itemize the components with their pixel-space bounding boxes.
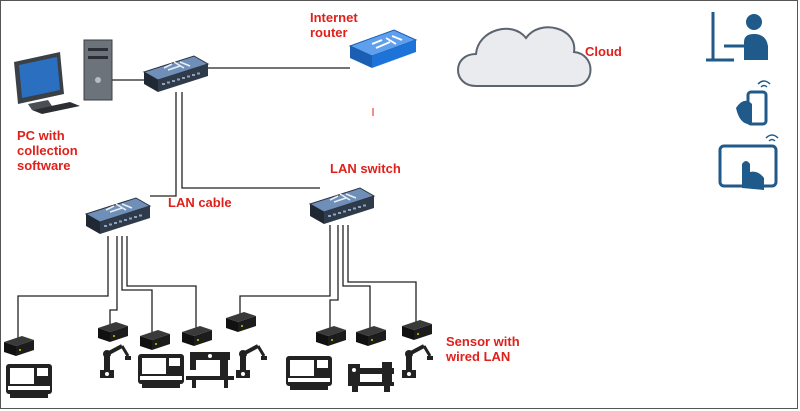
robot-arm-icon	[234, 344, 269, 380]
label-lan-cable: LAN cable	[168, 195, 232, 210]
label-router: Internet router	[310, 10, 358, 40]
cnc-machine-icon	[286, 356, 332, 390]
lathe-icon	[348, 362, 394, 392]
label-cloud: Cloud	[585, 44, 622, 59]
cloud-icon	[457, 26, 592, 87]
label-sensor: Sensor with wired LAN	[446, 334, 520, 364]
router-icon	[348, 29, 418, 68]
network-switch-icon-right	[309, 187, 375, 225]
label-lan-switch: LAN switch	[330, 161, 401, 176]
robot-arm-icon	[98, 344, 133, 380]
network-switch-icon-core	[143, 55, 209, 93]
sensor-box-icons	[4, 312, 432, 356]
robot-arm-icon	[400, 344, 435, 380]
desktop-pc-icon	[14, 39, 113, 114]
smartphone-wifi-icon	[736, 80, 771, 126]
label-pc: PC with collection software	[17, 128, 78, 173]
desktop-user-icon	[706, 12, 768, 62]
cable-core-to-right-switch	[181, 92, 320, 189]
lan-cables	[17, 67, 417, 340]
tablet-wifi-icon	[718, 134, 779, 190]
cnc-machine-icon	[138, 354, 184, 388]
network-switch-icon-left	[85, 197, 151, 235]
cable-core-to-left-switch	[150, 92, 177, 197]
sewing-machine-icon	[186, 352, 234, 388]
cnc-machine-icon	[6, 364, 52, 398]
